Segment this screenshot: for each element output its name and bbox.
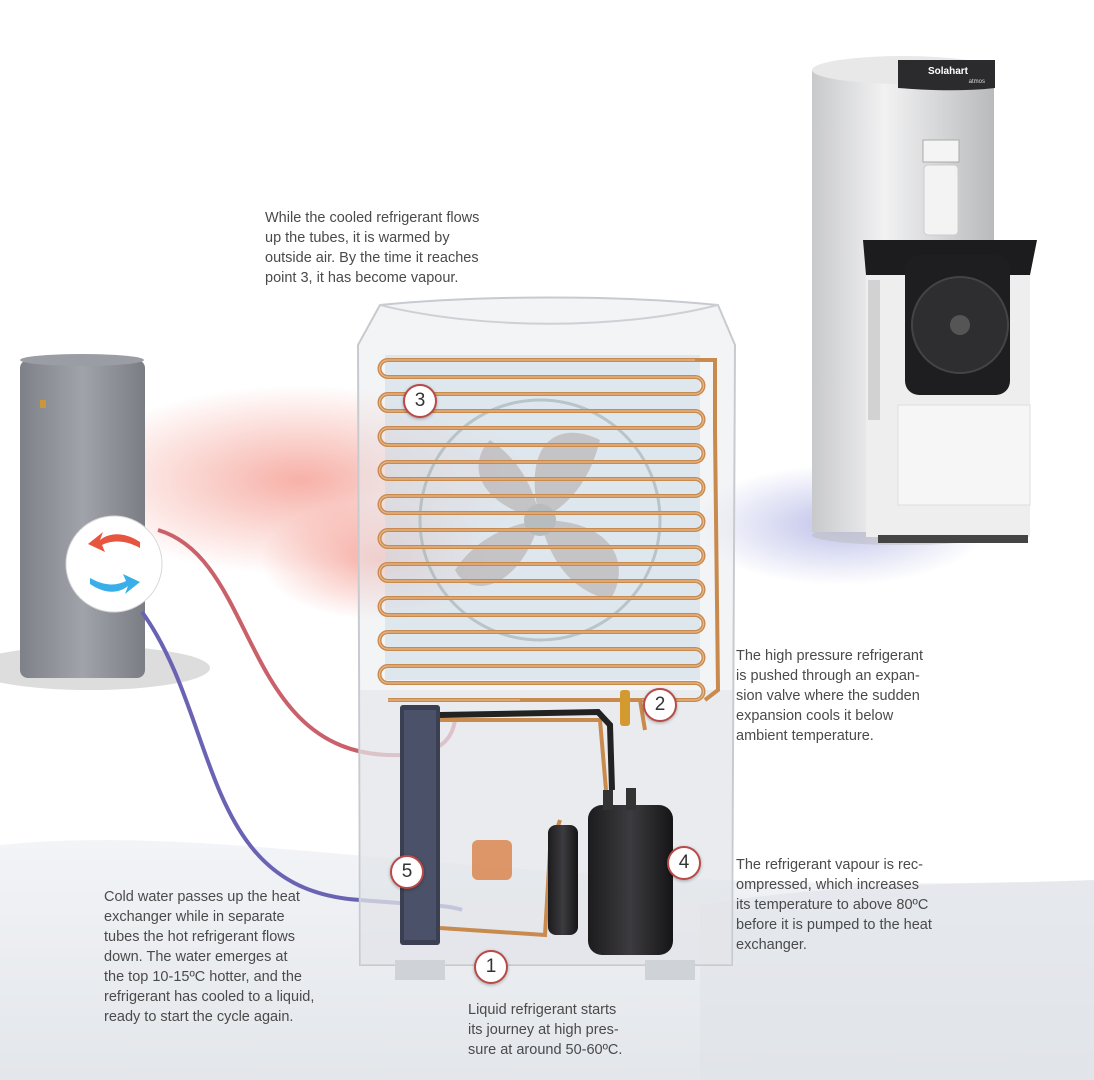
caption-expansion-valve: The high pressure refrigerant is pushed … bbox=[736, 648, 923, 744]
step-badge-5: 5 bbox=[390, 855, 424, 889]
hot-arrow-icon bbox=[88, 532, 140, 552]
caption-compression: The refrigerant vapour is rec- ompressed… bbox=[736, 857, 932, 953]
coil-return-tube bbox=[695, 358, 717, 430]
pump-motor bbox=[472, 840, 512, 880]
water-flow-indicator bbox=[65, 515, 163, 613]
caption-liquid-refrigerant: Liquid refrigerant starts its journey at… bbox=[468, 1002, 623, 1058]
caption-evaporation: While the cooled refrigerant flows up th… bbox=[265, 210, 480, 286]
compressor bbox=[588, 788, 673, 955]
product-photo bbox=[812, 56, 1037, 545]
brand-logo: Solahart bbox=[927, 66, 968, 77]
copper-tubes bbox=[377, 358, 717, 702]
coil-highlight bbox=[378, 359, 705, 701]
model-name: atmos bbox=[968, 79, 985, 85]
expansion-valve bbox=[620, 690, 630, 726]
step-badge-1: 1 bbox=[474, 950, 508, 984]
step-badge-3: 3 bbox=[403, 384, 437, 418]
cold-arrow-icon bbox=[90, 574, 140, 594]
step-badge-2: 2 bbox=[643, 688, 677, 722]
step-badge-4: 4 bbox=[667, 846, 701, 880]
heat-exchanger bbox=[400, 705, 440, 945]
caption-heat-exchange: Cold water passes up the heat exchanger … bbox=[104, 889, 315, 1025]
brand-label bbox=[898, 60, 995, 91]
receiver-cylinder bbox=[548, 825, 578, 935]
